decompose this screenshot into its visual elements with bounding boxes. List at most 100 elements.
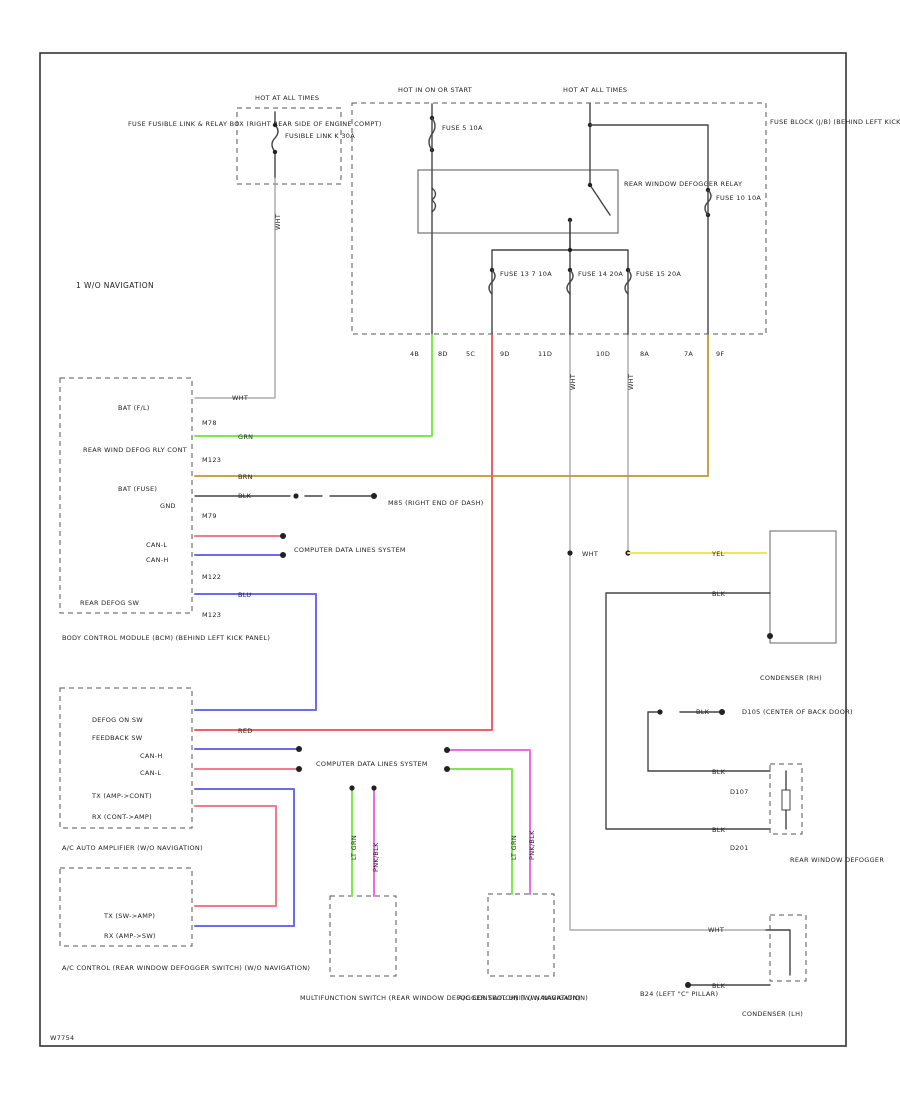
fusible-link-dot-top — [272, 122, 278, 128]
condenser-rh-label: CONDENSER (RH) — [760, 674, 822, 682]
multi-switch-outline — [329, 895, 397, 977]
wire-bat-fuse-tan — [194, 334, 709, 477]
fb-pin-3: 9D — [500, 350, 510, 358]
condenser-rh-gnd-dot — [767, 633, 773, 639]
fuse-13-element — [488, 269, 496, 295]
condenser-lh-label: CONDENSER (LH) — [742, 1010, 803, 1018]
wire-feedback-red — [194, 334, 493, 731]
bcm-label: BODY CONTROL MODULE (BCM) (BEHIND LEFT K… — [62, 634, 270, 642]
bcm-pin-can-l: CAN-L — [146, 541, 167, 549]
fusible-link-box-label: FUSE FUSIBLE LINK & RELAY BOX (RIGHT REA… — [128, 120, 382, 128]
bcm-can-h-dot — [280, 552, 286, 558]
switch-pin-rx: RX (AMP->SW) — [104, 932, 156, 940]
fb-pin-7: 7A — [684, 350, 693, 358]
amp-pin-rx: RX (CONT->AMP) — [92, 813, 152, 821]
wire-fuse15-label: WHT — [627, 374, 635, 390]
switch-pin-tx: TX (SW->AMP) — [103, 912, 155, 920]
bcm-pin-defog-rly: REAR WIND DEFOG RLY CONT — [83, 446, 187, 454]
ground-d105-dot — [657, 709, 663, 715]
bcm-outline — [59, 377, 193, 614]
fb-pin-4: 11D — [538, 350, 552, 358]
wire-rx-blue — [194, 788, 295, 927]
ground-d105-dot-b — [719, 709, 725, 715]
hot-run-label: HOT IN ON OR START — [398, 86, 472, 94]
wire-fuse14-white — [569, 334, 767, 931]
fusible-link-dot-bot — [272, 149, 278, 155]
conn-d107: D107 — [730, 788, 749, 796]
fb-pin-8: 9F — [716, 350, 724, 358]
ground-m85-label: M85 (RIGHT END OF DASH) — [388, 499, 484, 507]
multi-switch-label: MULTIFUNCTION SWITCH (REAR WINDOW DEFOGG… — [300, 994, 581, 1002]
fuse-10-label: FUSE 10 10A — [716, 194, 761, 202]
wire-rear-defog-sw-blue — [194, 593, 317, 711]
acu-green-dot — [444, 766, 450, 772]
fuse-block-outline — [351, 102, 767, 335]
wire-acu-green — [447, 768, 513, 895]
condenser-lh-element — [765, 929, 791, 976]
bcm-pin-bat-fuse: BAT (FUSE) — [118, 485, 157, 493]
wire-pnk-blk-label-2: PNK/BLK — [528, 830, 536, 860]
rear-defogger-resistor — [781, 789, 791, 811]
bcm-pin-gnd: GND — [160, 502, 176, 510]
wire-blk-label-5: BLK — [712, 982, 726, 990]
bcm-pin-bat-fl: BAT (F/L) — [118, 404, 150, 412]
amp-pin-can-h: CAN-H — [140, 752, 163, 760]
page-frame — [39, 52, 847, 1047]
fuse-5-label: FUSE 5 10A — [442, 124, 483, 132]
fuse-13-label: FUSE 13 7 10A — [500, 270, 552, 278]
ac-switch-outline — [59, 867, 193, 947]
ground-m85-dot-b — [371, 493, 377, 499]
fuse-bus-dot-a — [567, 247, 573, 253]
ground-b24-dot — [685, 982, 691, 988]
bcm-conn-m79: M79 — [202, 512, 217, 520]
ac-unit-outline — [487, 893, 555, 977]
bcm-conn-m123: M123 — [202, 456, 221, 464]
relay-label: REAR WINDOW DEFOGGER RELAY — [624, 180, 742, 188]
bcm-pin-can-h: CAN-H — [146, 556, 169, 564]
fb-pin-1: 8D — [438, 350, 448, 358]
amp-pin-tx: TX (AMP->CONT) — [91, 792, 152, 800]
conn-d201: D201 — [730, 844, 749, 852]
wire-d105-ground — [647, 711, 721, 772]
multi-green-dot — [349, 785, 355, 791]
relay-coil — [431, 187, 437, 213]
wire-white-mid-label: WHT — [582, 550, 598, 558]
fuse-15-element — [624, 269, 632, 295]
wire-pnk-blk-label-1: PNK/BLK — [372, 842, 380, 872]
wire-blk-label-3: BLK — [712, 768, 726, 776]
fb-pin-0: 4B — [410, 350, 419, 358]
fuse-10-element — [704, 189, 712, 216]
amp-can-l-dot — [296, 766, 302, 772]
relay-feed-wire — [589, 124, 709, 336]
ground-m85-wire-label: BLK — [238, 492, 252, 500]
junction-white — [567, 550, 573, 556]
bcm-can-l-dot — [280, 533, 286, 539]
fuse-15-label: FUSE 15 20A — [636, 270, 681, 278]
wire-bat-fl-label-2: WHT — [232, 394, 248, 402]
fuse-bus-wire — [491, 219, 629, 336]
navigation-option-note: 1 W/O NAVIGATION — [76, 281, 154, 290]
hot-at-all-times-left-label: HOT AT ALL TIMES — [255, 94, 319, 102]
wire-acu-magenta — [447, 749, 531, 895]
wire-tx-pink — [194, 805, 277, 907]
acu-magenta-dot — [444, 747, 450, 753]
fuse-14-element — [566, 269, 574, 295]
fusible-link-label: FUSIBLE LINK K 30A — [285, 132, 355, 140]
wire-blue-label: BLU — [238, 591, 251, 599]
wire-blk-label-1: BLK — [712, 590, 726, 598]
wire-bat-fl-label: WHT — [274, 214, 282, 230]
ground-m85-dot-a — [293, 493, 299, 499]
wire-lt-grn-label-2: LT GRN — [510, 835, 518, 860]
bcm-conn-m78: M78 — [202, 419, 217, 427]
wire-fuse14-label: WHT — [569, 374, 577, 390]
amp-pin-can-l: CAN-L — [140, 769, 161, 777]
comp-data-lines-2: COMPUTER DATA LINES SYSTEM — [316, 760, 428, 768]
ac-amp-label: A/C AUTO AMPLIFIER (W/O NAVIGATION) — [62, 844, 203, 852]
amp-can-h-dot — [296, 746, 302, 752]
wire-lt-grn-label-1: LT GRN — [350, 835, 358, 860]
bcm-conn-m122: M122 — [202, 573, 221, 581]
fusible-link-element — [271, 124, 279, 153]
rear-defogger-label: REAR WINDOW DEFOGGER — [790, 856, 884, 864]
amp-pin-defog-on: DEFOG ON SW — [92, 716, 143, 724]
relay-dot-mid — [587, 182, 593, 188]
